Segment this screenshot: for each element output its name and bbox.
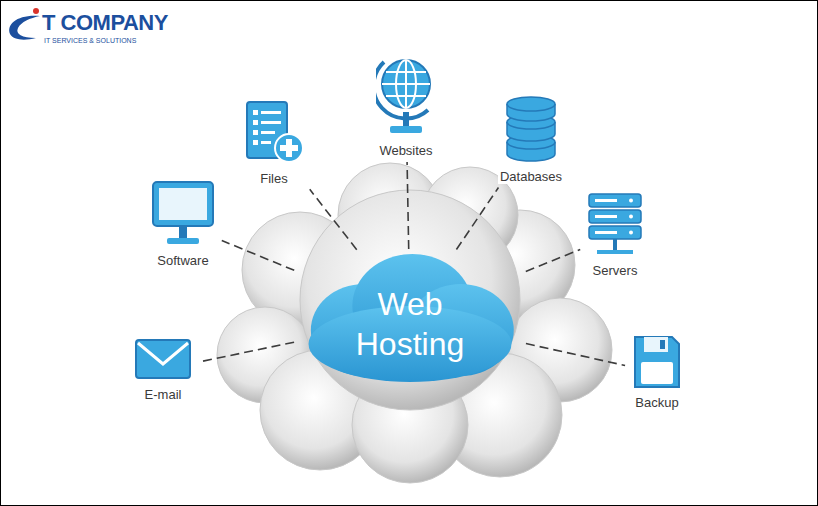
- service-icon: Software: [147, 180, 219, 269]
- service-icon: Files: [239, 100, 309, 187]
- icon-label: Software: [155, 253, 210, 268]
- service-icon: Websites: [372, 50, 440, 159]
- connector-line: [526, 249, 580, 271]
- icon-label: E-mail: [143, 387, 184, 402]
- cloud-title: Web Hosting: [340, 284, 480, 364]
- dashed-connector: [310, 189, 357, 249]
- hosting-cloud: Web Hosting: [297, 252, 523, 384]
- logo-text: T COMPANY: [42, 10, 168, 36]
- dashed-connector: [222, 240, 294, 270]
- icon: [632, 334, 682, 390]
- icon: [587, 192, 643, 258]
- connector-line: [526, 344, 625, 366]
- service-icon: Servers: [583, 192, 647, 279]
- service-icon: Backup: [628, 334, 686, 411]
- icon: [151, 180, 215, 248]
- grey-clouds: [217, 163, 612, 483]
- service-icon: Databases: [494, 94, 568, 185]
- dashed-connector: [407, 162, 409, 249]
- connector-line: [199, 342, 294, 362]
- icon-label: Servers: [591, 263, 640, 278]
- icon-label: Websites: [377, 143, 434, 158]
- icon-label: Files: [258, 171, 289, 186]
- connector-line: [456, 187, 498, 249]
- connector-line: [222, 240, 294, 270]
- icon: [134, 336, 192, 382]
- connector-line: [407, 162, 409, 249]
- dashed-connector: [199, 342, 294, 362]
- dashed-connector: [526, 344, 625, 366]
- connector-line: [310, 189, 357, 249]
- icon-label: Databases: [498, 169, 564, 184]
- icon: [503, 94, 559, 164]
- dashed-connector: [456, 187, 498, 249]
- service-icon: E-mail: [130, 336, 196, 403]
- icon-label: Backup: [633, 395, 680, 410]
- icon: [243, 100, 305, 166]
- logo-swoosh: [9, 8, 40, 40]
- dashed-connector: [526, 249, 580, 271]
- logo-tagline: IT SERVICES & SOLUTIONS: [44, 37, 136, 44]
- icon: [376, 50, 436, 138]
